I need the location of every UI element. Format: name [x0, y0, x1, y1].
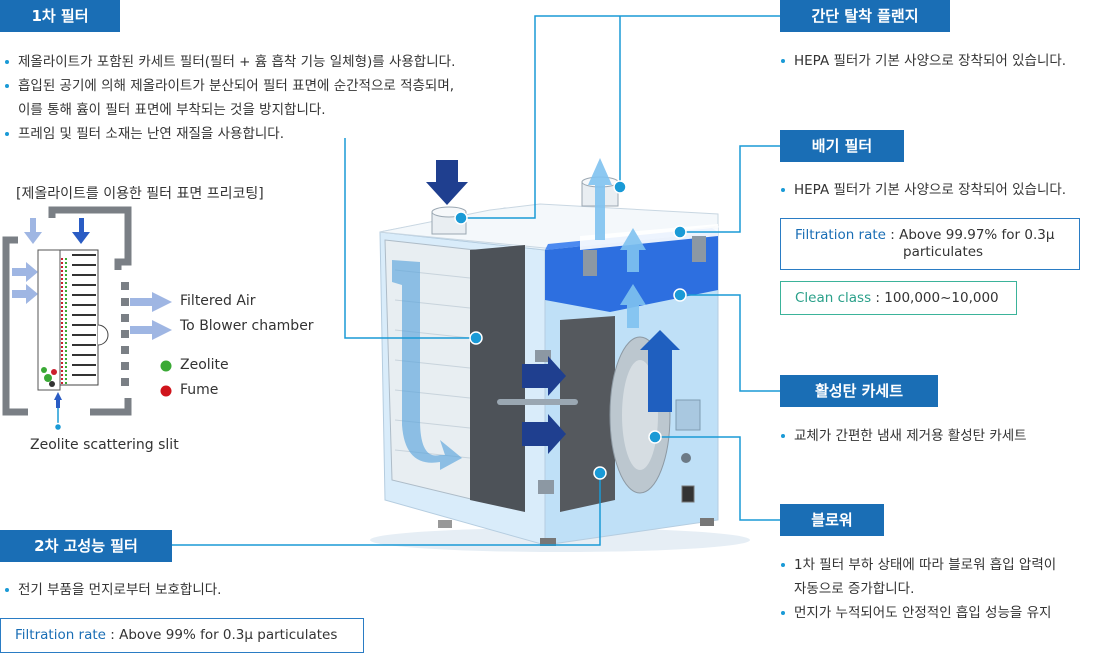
clean-class-label: Clean class	[795, 290, 872, 306]
to-blower-label: To Blower chamber	[180, 318, 314, 334]
exhaust-rate-label: Filtration rate	[795, 227, 886, 243]
exhaust-rate-box: Filtration rate : Above 99.97% for 0.3μ …	[780, 218, 1080, 270]
filter1-bullet: 프레임 및 필터 소재는 난연 재질을 사용합니다.	[4, 122, 514, 146]
filter1-tag: 1차 필터	[0, 0, 120, 32]
filter1-bullet: 제올라이트가 포함된 카세트 필터(필터 + 흄 흡착 기능 일체형)를 사용합…	[4, 50, 514, 74]
zeolite-legend: Zeolite	[180, 357, 229, 373]
leader-lines	[57, 15, 780, 546]
plenum-bullets: HEPA 필터가 기본 사양으로 장착되어 있습니다.	[780, 49, 1120, 73]
filter2-rate-label: Filtration rate	[15, 627, 106, 643]
exhaust-rate-value-2: particulates	[903, 244, 984, 260]
filter2-bullets: 전기 부품을 먼지로부터 보호합니다.	[4, 578, 404, 602]
clean-class-value: 100,000~10,000	[884, 290, 999, 306]
blower-bullet: 1차 필터 부하 상태에 따라 블로워 흡입 압력이	[780, 553, 1120, 577]
slit-label: Zeolite scattering slit	[30, 437, 179, 453]
filter1-bullet: 흡입된 공기에 의해 제올라이트가 분산되어 필터 표면에 순간적으로 적층되며…	[4, 74, 514, 98]
blower-bullet-continuation: 자동으로 증가합니다.	[794, 581, 915, 597]
blower-bullet: 먼지가 누적되어도 안정적인 흡입 성능을 유지	[780, 601, 1120, 625]
carbon-bullets: 교체가 간편한 냄새 제거용 활성탄 카세트	[780, 424, 1120, 448]
plenum-tag: 간단 탈착 플랜지	[780, 0, 950, 32]
collector-machine	[370, 158, 750, 552]
filter2-bullet: 전기 부품을 먼지로부터 보호합니다.	[4, 578, 404, 602]
exhaust-tag: 배기 필터	[780, 130, 904, 162]
blower-tag: 블로워	[780, 504, 884, 536]
exhaust-bullets: HEPA 필터가 기본 사양으로 장착되어 있습니다.	[780, 178, 1120, 202]
precoat-title: [제올라이트를 이용한 필터 표면 프리코팅]	[16, 186, 264, 202]
leader-dots	[53, 180, 687, 480]
carbon-bullet: 교체가 간편한 냄새 제거용 활성탄 카세트	[780, 424, 1120, 448]
filter2-rate-value: Above 99% for 0.3μ particulates	[119, 627, 338, 643]
plenum-bullet: HEPA 필터가 기본 사양으로 장착되어 있습니다.	[780, 49, 1120, 73]
filter1-bullet-continuation: 이를 통해 흄이 필터 표면에 부착되는 것을 방지합니다.	[18, 102, 326, 118]
fume-legend: Fume	[180, 382, 219, 398]
carbon-tag: 활성탄 카세트	[780, 375, 938, 407]
precoat-inset	[2, 206, 172, 416]
clean-class-box: Clean class : 100,000~10,000	[780, 281, 1017, 315]
filter1-bullets: 제올라이트가 포함된 카세트 필터(필터 + 흄 흡착 기능 일체형)를 사용합…	[4, 50, 514, 146]
exhaust-rate-value: Above 99.97% for 0.3μ	[899, 227, 1055, 243]
exhaust-bullet: HEPA 필터가 기본 사양으로 장착되어 있습니다.	[780, 178, 1120, 202]
blower-bullets: 1차 필터 부하 상태에 따라 블로워 흡입 압력이 자동으로 증가합니다. 먼…	[780, 553, 1120, 625]
filtered-air-label: Filtered Air	[180, 293, 256, 309]
filter2-tag: 2차 고성능 필터	[0, 530, 172, 562]
filter2-rate-box: Filtration rate : Above 99% for 0.3μ par…	[0, 618, 364, 653]
